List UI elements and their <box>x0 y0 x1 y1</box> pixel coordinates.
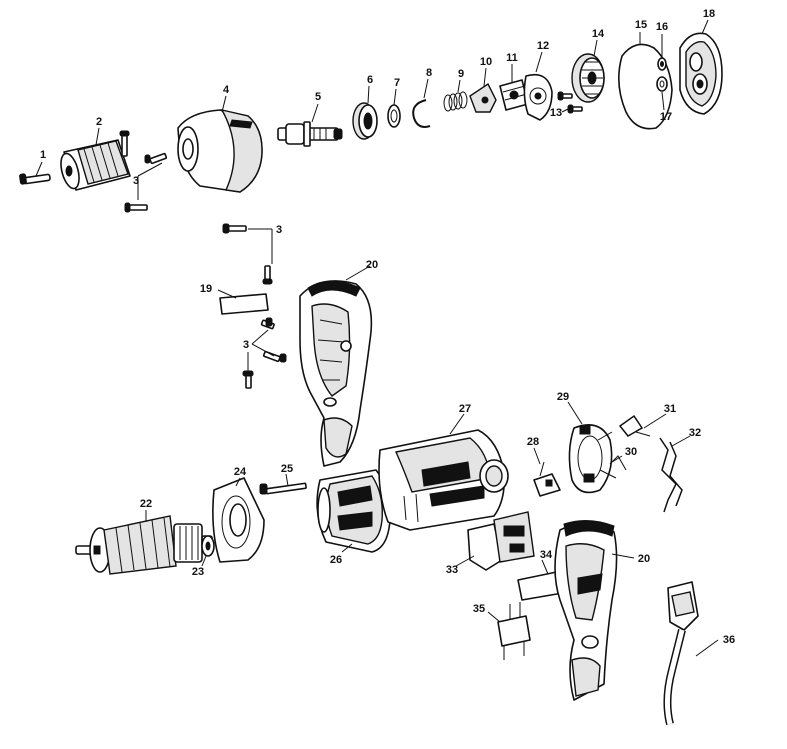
label-22: 22 <box>140 498 152 510</box>
label-1: 1 <box>40 149 46 161</box>
label-7: 7 <box>394 77 400 89</box>
label-5: 5 <box>315 91 321 103</box>
part-7-washer <box>387 104 401 128</box>
label-32: 32 <box>689 427 701 439</box>
label-3-mid: 3 <box>276 224 282 236</box>
part-17-washer <box>656 76 668 92</box>
label-2: 2 <box>96 116 102 128</box>
part-31-brush-clip <box>618 414 651 437</box>
part-18-gear-housing <box>679 32 723 115</box>
label-19: 19 <box>200 283 212 295</box>
label-16: 16 <box>656 21 668 33</box>
part-23-bearing <box>201 535 215 557</box>
part-3-screw-set-a <box>119 130 168 213</box>
label-15: 15 <box>635 19 647 31</box>
label-33: 33 <box>446 564 458 576</box>
label-36: 36 <box>723 634 735 646</box>
label-23: 23 <box>192 566 204 578</box>
part-6-ball-bearing <box>352 102 378 140</box>
label-18: 18 <box>703 8 715 20</box>
label-24: 24 <box>234 466 247 478</box>
part-19-nameplate <box>219 293 269 315</box>
part-15-gasket <box>618 43 673 130</box>
label-13: 13 <box>550 107 562 119</box>
label-31: 31 <box>664 403 676 415</box>
part-4-gear-case <box>177 108 263 193</box>
part-14-gear <box>571 53 605 103</box>
label-10: 10 <box>480 56 492 68</box>
label-3-top: 3 <box>133 175 139 187</box>
label-14: 14 <box>592 28 605 40</box>
label-26: 26 <box>330 554 342 566</box>
label-6: 6 <box>367 74 373 86</box>
part-1-chuck-screw <box>19 173 51 185</box>
part-8-retaining-ring <box>412 99 431 128</box>
label-3-lower: 3 <box>243 339 249 351</box>
part-12-gear-plate <box>523 73 553 121</box>
label-12: 12 <box>537 40 549 52</box>
part-5-spindle <box>277 121 343 147</box>
label-30: 30 <box>625 446 637 458</box>
label-9: 9 <box>458 68 464 80</box>
label-29: 29 <box>557 391 569 403</box>
part-20-housing-right-half <box>554 520 618 701</box>
part-29-brush-ring <box>568 424 617 494</box>
part-20-housing-left-half <box>299 280 373 467</box>
part-9-spring <box>443 91 468 112</box>
label-27: 27 <box>459 403 471 415</box>
label-25: 25 <box>281 463 293 475</box>
part-22-armature <box>75 515 213 575</box>
part-27-motor-housing <box>378 429 509 531</box>
label-8: 8 <box>426 67 432 79</box>
part-16-washer <box>657 57 667 71</box>
part-35-terminal-block <box>497 602 531 660</box>
label-20-top: 20 <box>366 259 378 271</box>
part-32-wire-lead <box>659 437 683 513</box>
label-4: 4 <box>223 84 230 96</box>
part-13-screws <box>557 91 583 114</box>
label-11: 11 <box>506 52 518 64</box>
part-36-power-cord <box>663 581 699 725</box>
part-3-screw-set-c <box>242 317 287 389</box>
part-28-brush-holder <box>533 461 561 497</box>
part-24-fan-baffle <box>212 477 265 563</box>
part-10-cam <box>469 82 497 113</box>
part-26-field-assembly <box>316 469 392 553</box>
label-35: 35 <box>473 603 485 615</box>
part-2-keyless-chuck <box>60 139 131 191</box>
label-34: 34 <box>540 549 553 561</box>
part-3-screw-set-b <box>222 223 273 285</box>
label-28: 28 <box>527 436 539 448</box>
label-17: 17 <box>660 111 672 123</box>
part-33-switch <box>467 511 535 571</box>
label-20-bottom: 20 <box>638 553 650 565</box>
part-25-field-screw <box>259 482 307 495</box>
